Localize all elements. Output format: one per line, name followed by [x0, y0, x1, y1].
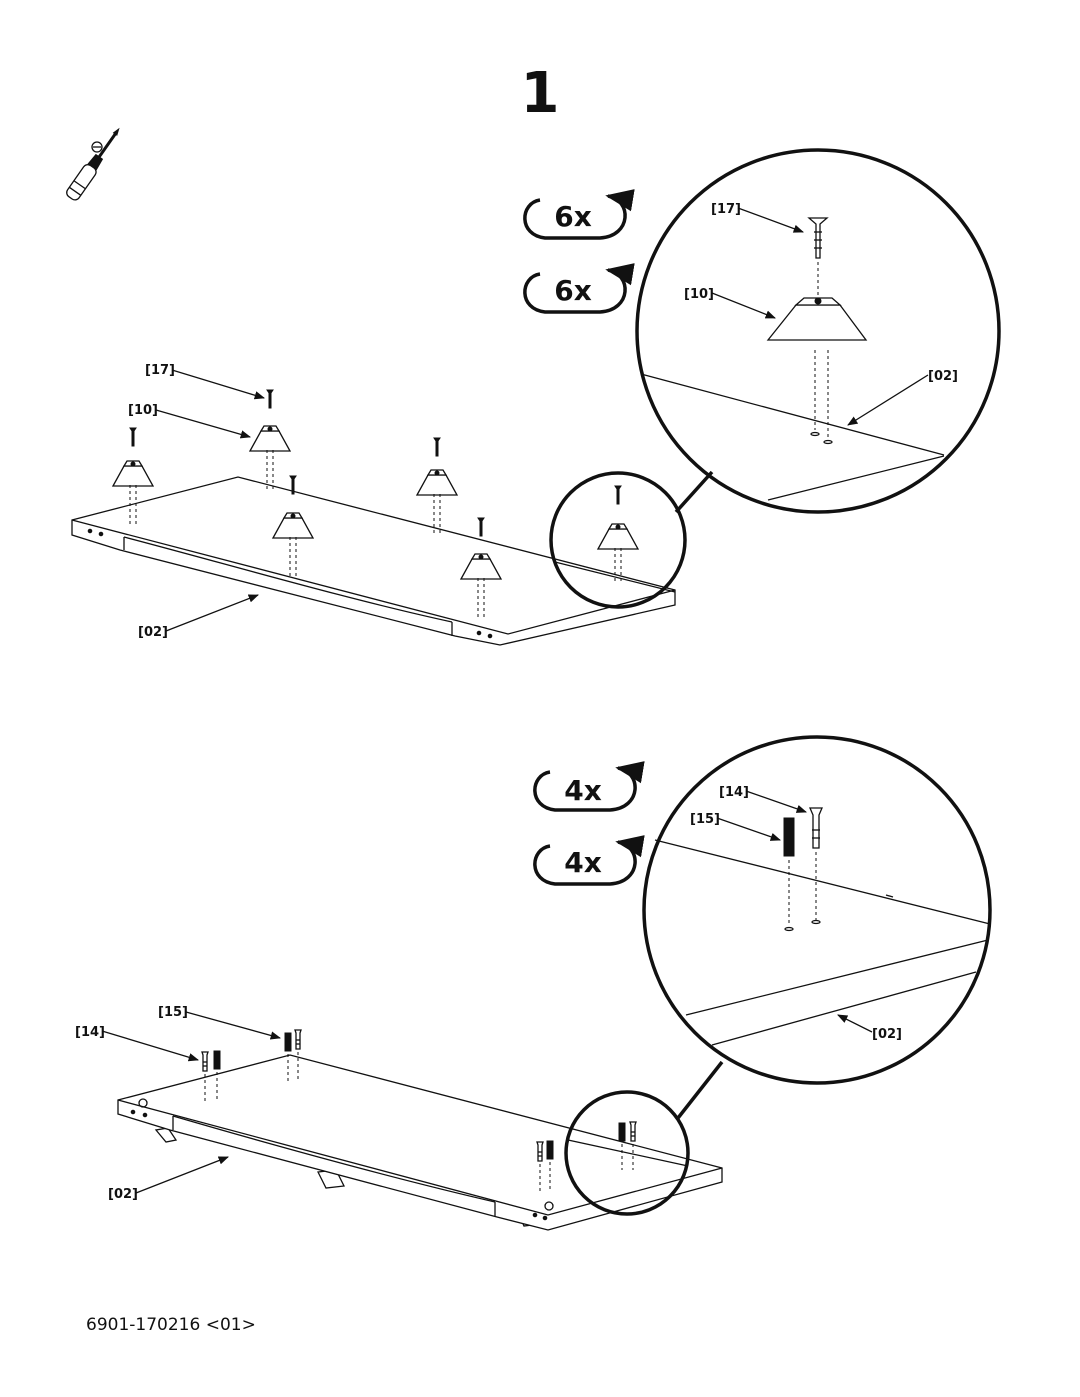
quantity-badge-bottom-a: 4x — [533, 761, 645, 812]
screwdriver-icon — [66, 127, 120, 201]
detail-label-board-02: [02] — [872, 1027, 902, 1042]
detail-label-board-02: [02] — [928, 369, 958, 384]
svg-text:4x: 4x — [564, 846, 602, 879]
label-board-02: [02] — [138, 625, 168, 640]
detail-callout-large-top — [635, 148, 1001, 514]
detail-label-screw-17: [17] — [711, 202, 741, 217]
label-foot-10: [10] — [128, 403, 158, 418]
screw-icon — [91, 141, 103, 153]
assembly-guide-lines — [204, 1052, 551, 1192]
detail-label-cam-bolt-14: [14] — [719, 785, 749, 800]
quantity-badge-top-b: 6x — [523, 263, 635, 314]
detail-label-dowel-15: [15] — [690, 812, 720, 827]
quantity-badge-bottom-b: 4x — [533, 835, 645, 886]
label-screw-17: [17] — [145, 363, 175, 378]
quantity-badge-top-a: 6x — [523, 189, 635, 240]
board-bottom — [117, 1054, 723, 1231]
detail-label-foot-10: [10] — [684, 287, 714, 302]
detail-callout-small-bottom — [564, 1060, 724, 1216]
document-code: 6901-170216 <01> — [86, 1315, 256, 1335]
board-top — [71, 476, 676, 646]
svg-text:6x: 6x — [554, 200, 592, 233]
bottom-assembly-panel: 4x 4x — [75, 735, 992, 1231]
step-number: 1 — [521, 61, 560, 126]
label-dowel-15: [15] — [158, 1005, 188, 1020]
top-assembly-panel: 6x 6x — [71, 148, 1001, 646]
assembly-guide-lines — [129, 450, 485, 617]
label-board-02: [02] — [108, 1187, 138, 1202]
detail-callout-large-bottom — [642, 735, 992, 1085]
label-cam-bolt-14: [14] — [75, 1025, 105, 1040]
detail-callout-small-top — [549, 470, 714, 609]
svg-text:4x: 4x — [564, 774, 602, 807]
svg-text:6x: 6x — [554, 274, 592, 307]
